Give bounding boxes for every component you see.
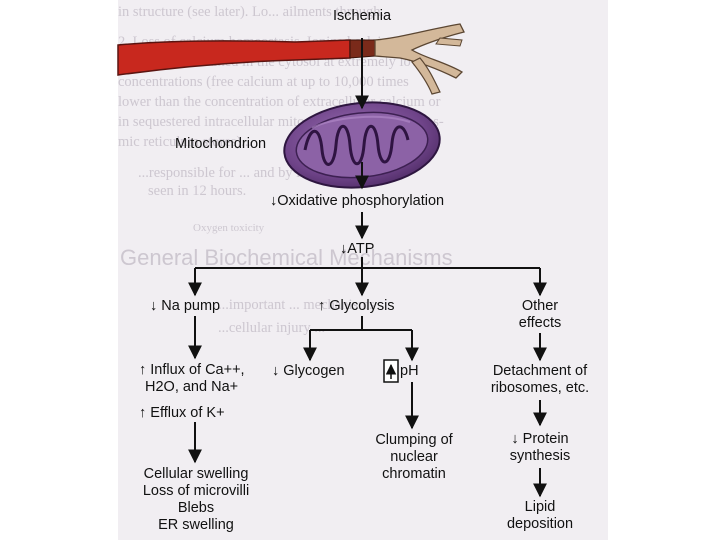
glycolysis-text: Glycolysis [329, 298, 395, 314]
label-atp: ↓ATP [340, 241, 374, 258]
label-oxphos: ↓Oxidative phosphorylation [270, 193, 444, 210]
label-mitochondrion: Mitochondrion [175, 136, 267, 152]
ghost-line: ...cellular injury ... [218, 320, 326, 336]
glycogen-text: Glycogen [283, 363, 345, 379]
clumping-line: nuclear [390, 449, 438, 465]
mitochondrion-illustration [283, 101, 441, 189]
ghost-line: in structure (see later). Lo... ailments… [118, 4, 392, 20]
label-cellular-swelling: Cellular swelling Loss of microvilli Ble… [143, 466, 249, 534]
label-protein-synthesis: ↓ Protein synthesis [510, 431, 570, 465]
cellular-line: Cellular swelling [143, 466, 249, 482]
label-glycogen: ↓ Glycogen [272, 363, 345, 380]
efflux-text: Efflux of K+ [150, 405, 225, 421]
cellular-line: Loss of microvilli [142, 483, 250, 499]
oxphos-text: Oxidative phosphorylation [277, 193, 445, 209]
clumping-line: chromatin [382, 466, 446, 482]
atp-text: ATP [347, 241, 375, 257]
protein-line: synthesis [509, 448, 571, 464]
na-pump-text: Na pump [161, 298, 221, 314]
clumping-line: Clumping of [375, 432, 453, 448]
label-efflux: ↑ Efflux of K+ [139, 405, 225, 422]
down-arrow-icon: ↓ [272, 363, 280, 379]
ghost-line: seen in 12 hours. [148, 183, 247, 199]
up-arrow-icon: ↑ [139, 362, 147, 378]
blood-vessel-illustration [117, 23, 465, 95]
ghost-line: Oxygen toxicity [193, 222, 265, 234]
down-arrow-icon: ↓ [270, 193, 278, 209]
down-arrow-icon: ↓ [150, 298, 158, 314]
other-effects-line: effects [518, 315, 562, 331]
up-arrow-icon: ↑ [139, 405, 147, 421]
label-lipid: Lipid deposition [507, 499, 573, 533]
label-ischemia: Ischemia [333, 8, 392, 24]
flow-arrows [188, 38, 547, 498]
ghost-line: ...important ... mechanisms [218, 297, 376, 313]
influx-line: Influx of Ca++, [150, 362, 245, 378]
label-ph: pH [400, 363, 419, 379]
other-effects-line: Other [521, 298, 559, 314]
cellular-line: Blebs [177, 500, 215, 516]
up-arrow-icon: ↑ [318, 298, 326, 314]
lipid-line: deposition [506, 516, 574, 532]
label-influx: ↑ Influx of Ca++, H2O, and Na+ [139, 362, 245, 396]
down-arrow-icon: ↓ [340, 241, 348, 257]
label-na-pump: ↓ Na pump [150, 298, 220, 315]
detachment-line: Detachment of [492, 363, 588, 379]
label-detachment: Detachment of ribosomes, etc. [491, 363, 589, 397]
protein-line: Protein [522, 431, 569, 447]
ghost-heading: General Biochemical Mechanisms [120, 245, 453, 270]
down-arrow-icon: ↓ [511, 431, 519, 447]
ph-increase-box [383, 359, 399, 383]
ghost-line: mic reticulum stores)... [118, 134, 253, 150]
label-other-effects: Other effects [519, 298, 561, 332]
label-clumping: Clumping of nuclear chromatin [375, 432, 452, 483]
influx-line: H2O, and Na+ [145, 379, 239, 395]
cellular-line: ER swelling [158, 517, 234, 533]
ghost-line: concentrations (free calcium at up to 10… [118, 74, 409, 90]
detachment-line: ribosomes, etc. [490, 380, 590, 396]
label-glycolysis: ↑ Glycolysis [318, 298, 395, 315]
lipid-line: Lipid [524, 499, 556, 515]
